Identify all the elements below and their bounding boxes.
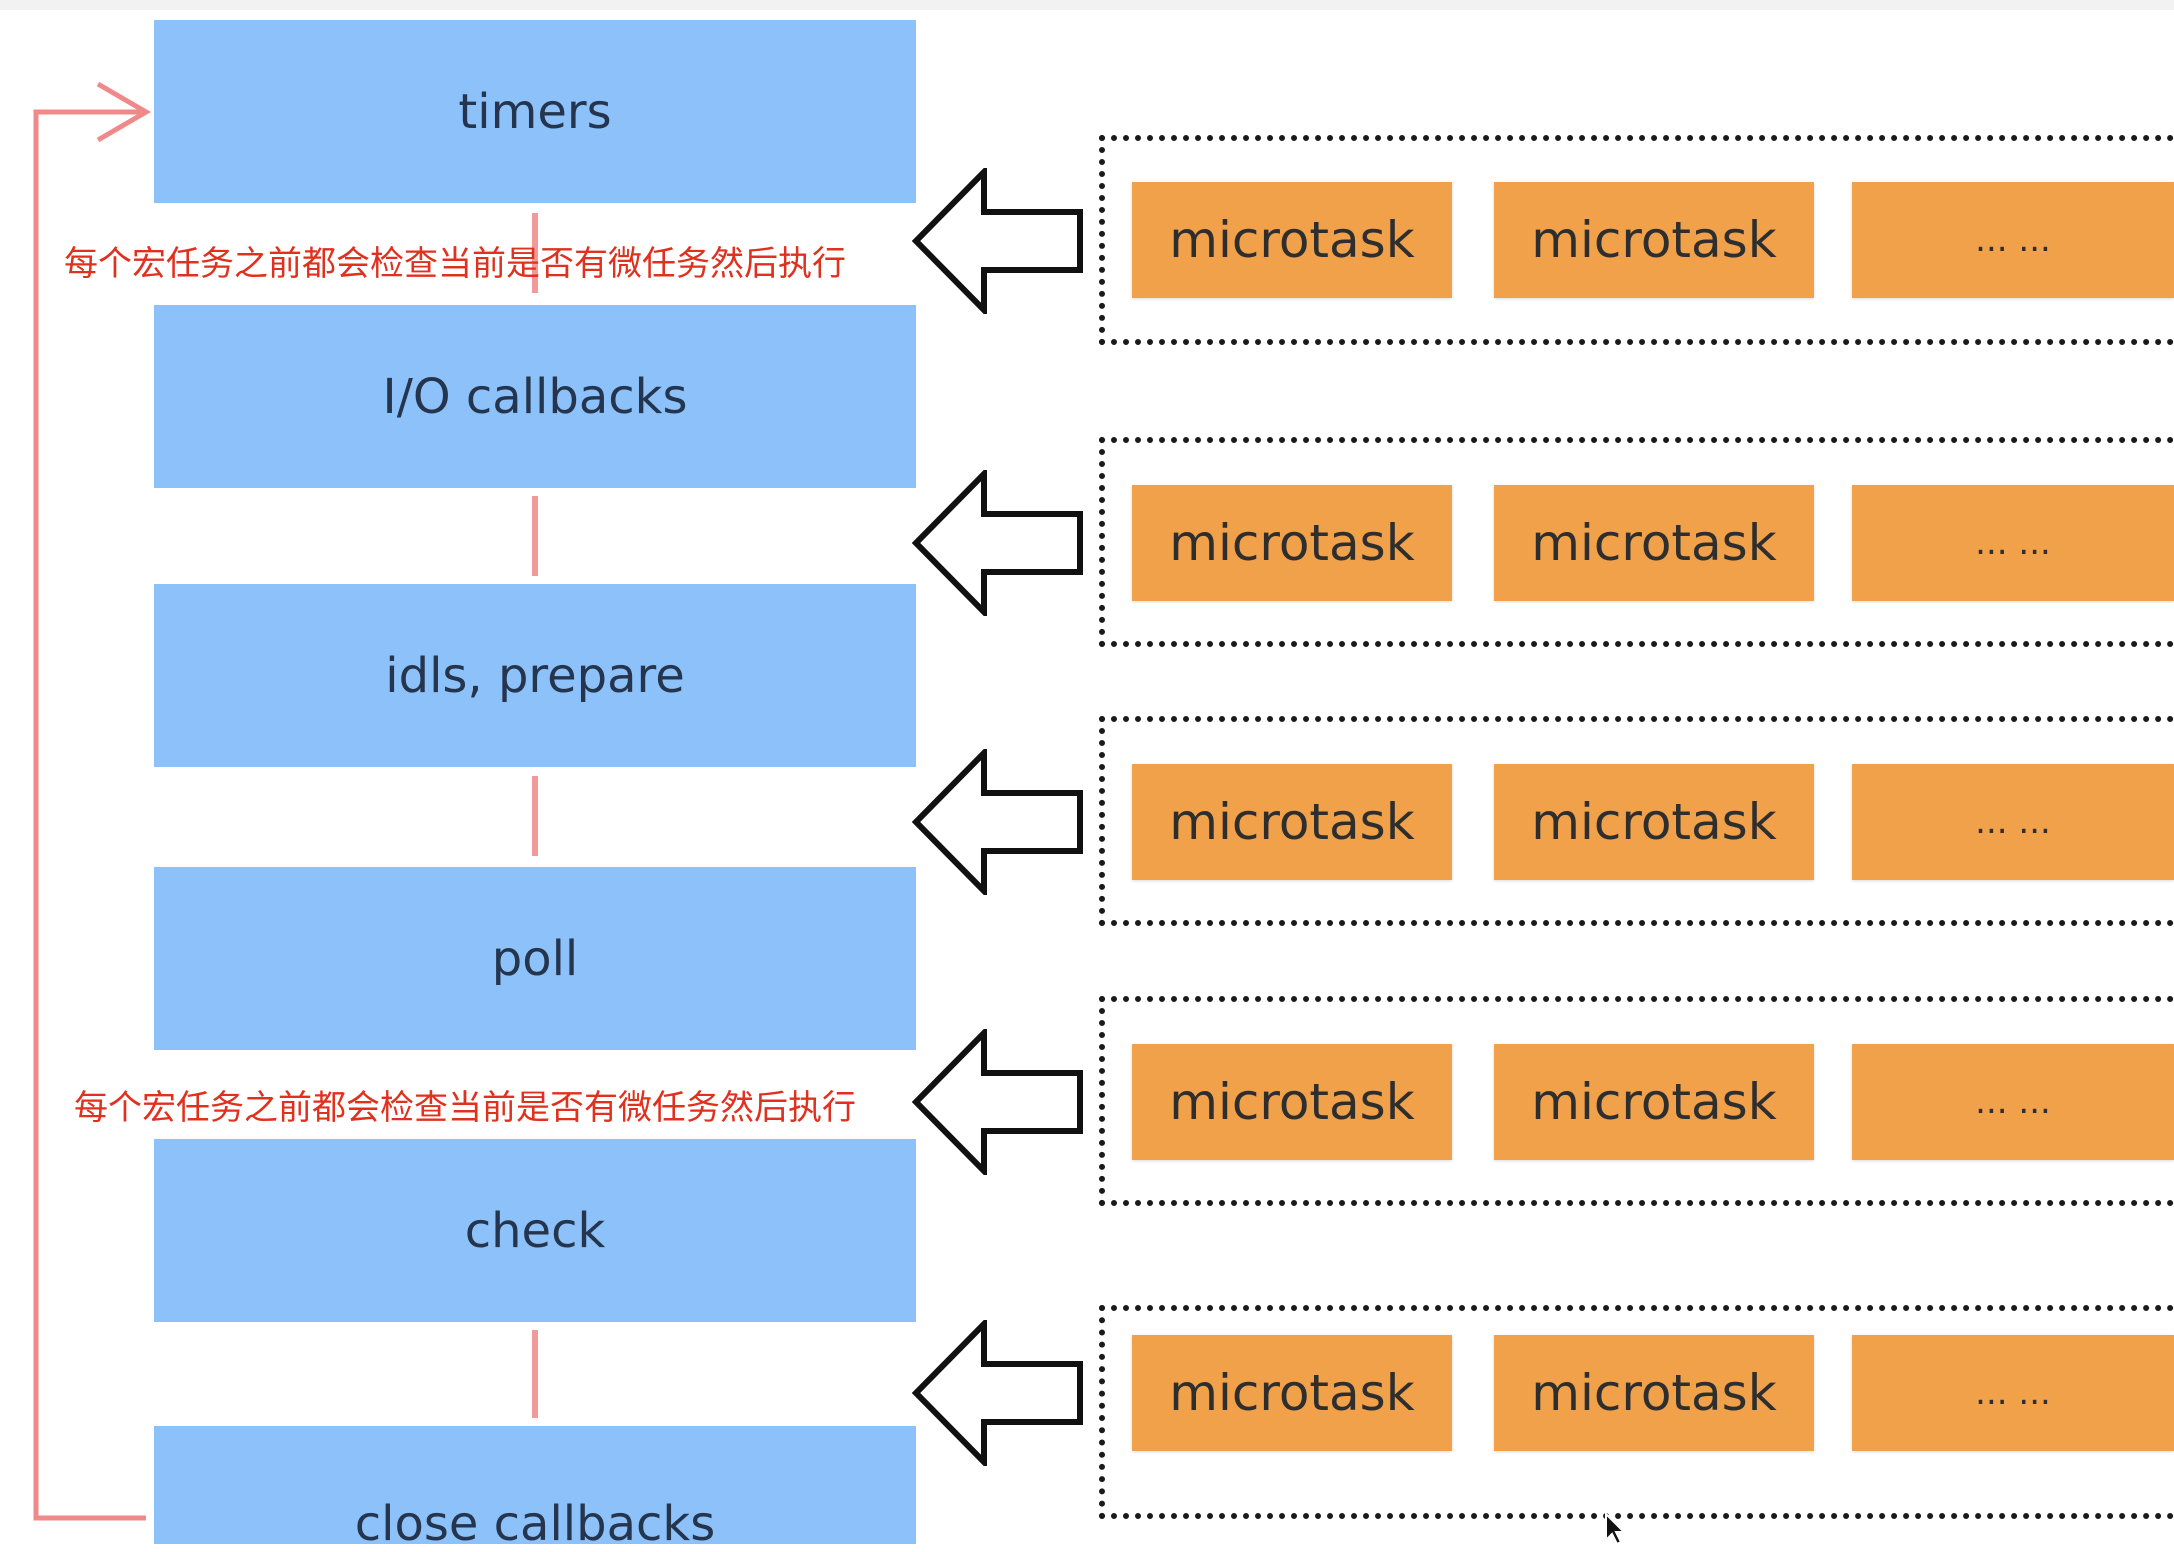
phase-connector xyxy=(532,496,538,576)
phase-timers: timers xyxy=(154,20,916,203)
phase-connector xyxy=(532,776,538,856)
microtask-queue xyxy=(1099,996,2174,1206)
phase-label: idls, prepare xyxy=(385,647,685,704)
phase-label: timers xyxy=(458,83,612,140)
microtask-item: microtask xyxy=(1494,1044,1814,1160)
microtask-queue xyxy=(1099,437,2174,647)
phase-close-callbacks: close callbacks xyxy=(154,1426,916,1552)
microtask-item: microtask xyxy=(1132,485,1452,601)
loop-back-arrow-icon xyxy=(33,81,151,1521)
microtask-item: microtask xyxy=(1132,764,1452,880)
microtask-queue xyxy=(1099,716,2174,926)
phase-idle-prepare: idls, prepare xyxy=(154,584,916,767)
microtask-item: microtask xyxy=(1132,1335,1452,1451)
microtask-ellipsis: ... ... xyxy=(1852,1044,2174,1160)
phase-connector xyxy=(532,1330,538,1418)
microtask-item: microtask xyxy=(1494,485,1814,601)
phase-check: check xyxy=(154,1139,916,1322)
phase-io-callbacks: I/O callbacks xyxy=(154,305,916,488)
phase-label: check xyxy=(464,1202,606,1259)
annotation-note-bottom: 每个宏任务之前都会检查当前是否有微任务然后执行 xyxy=(74,1088,856,1128)
hollow-left-arrow-icon xyxy=(912,749,1083,895)
hollow-left-arrow-icon xyxy=(912,168,1083,314)
phase-poll: poll xyxy=(154,867,916,1050)
microtask-item: microtask xyxy=(1494,182,1814,298)
microtask-ellipsis: ... ... xyxy=(1852,764,2174,880)
phase-connector xyxy=(532,213,538,293)
annotation-note-top: 每个宏任务之前都会检查当前是否有微任务然后执行 xyxy=(64,244,846,284)
microtask-ellipsis: ... ... xyxy=(1852,485,2174,601)
phase-label: close callbacks xyxy=(354,1496,716,1552)
hollow-left-arrow-icon xyxy=(912,1029,1083,1175)
hollow-left-arrow-icon xyxy=(912,1320,1083,1466)
microtask-ellipsis: ... ... xyxy=(1852,1335,2174,1451)
hollow-left-arrow-icon xyxy=(912,470,1083,616)
microtask-item: microtask xyxy=(1132,1044,1452,1160)
phase-label: I/O callbacks xyxy=(382,368,688,425)
microtask-item: microtask xyxy=(1132,182,1452,298)
top-strip xyxy=(0,0,2174,10)
microtask-item: microtask xyxy=(1494,1335,1814,1451)
microtask-queue xyxy=(1099,135,2174,345)
microtask-queue xyxy=(1099,1305,2174,1519)
mouse-cursor-icon xyxy=(1605,1512,1627,1546)
phase-label: poll xyxy=(491,930,579,987)
microtask-item: microtask xyxy=(1494,764,1814,880)
microtask-ellipsis: ... ... xyxy=(1852,182,2174,298)
